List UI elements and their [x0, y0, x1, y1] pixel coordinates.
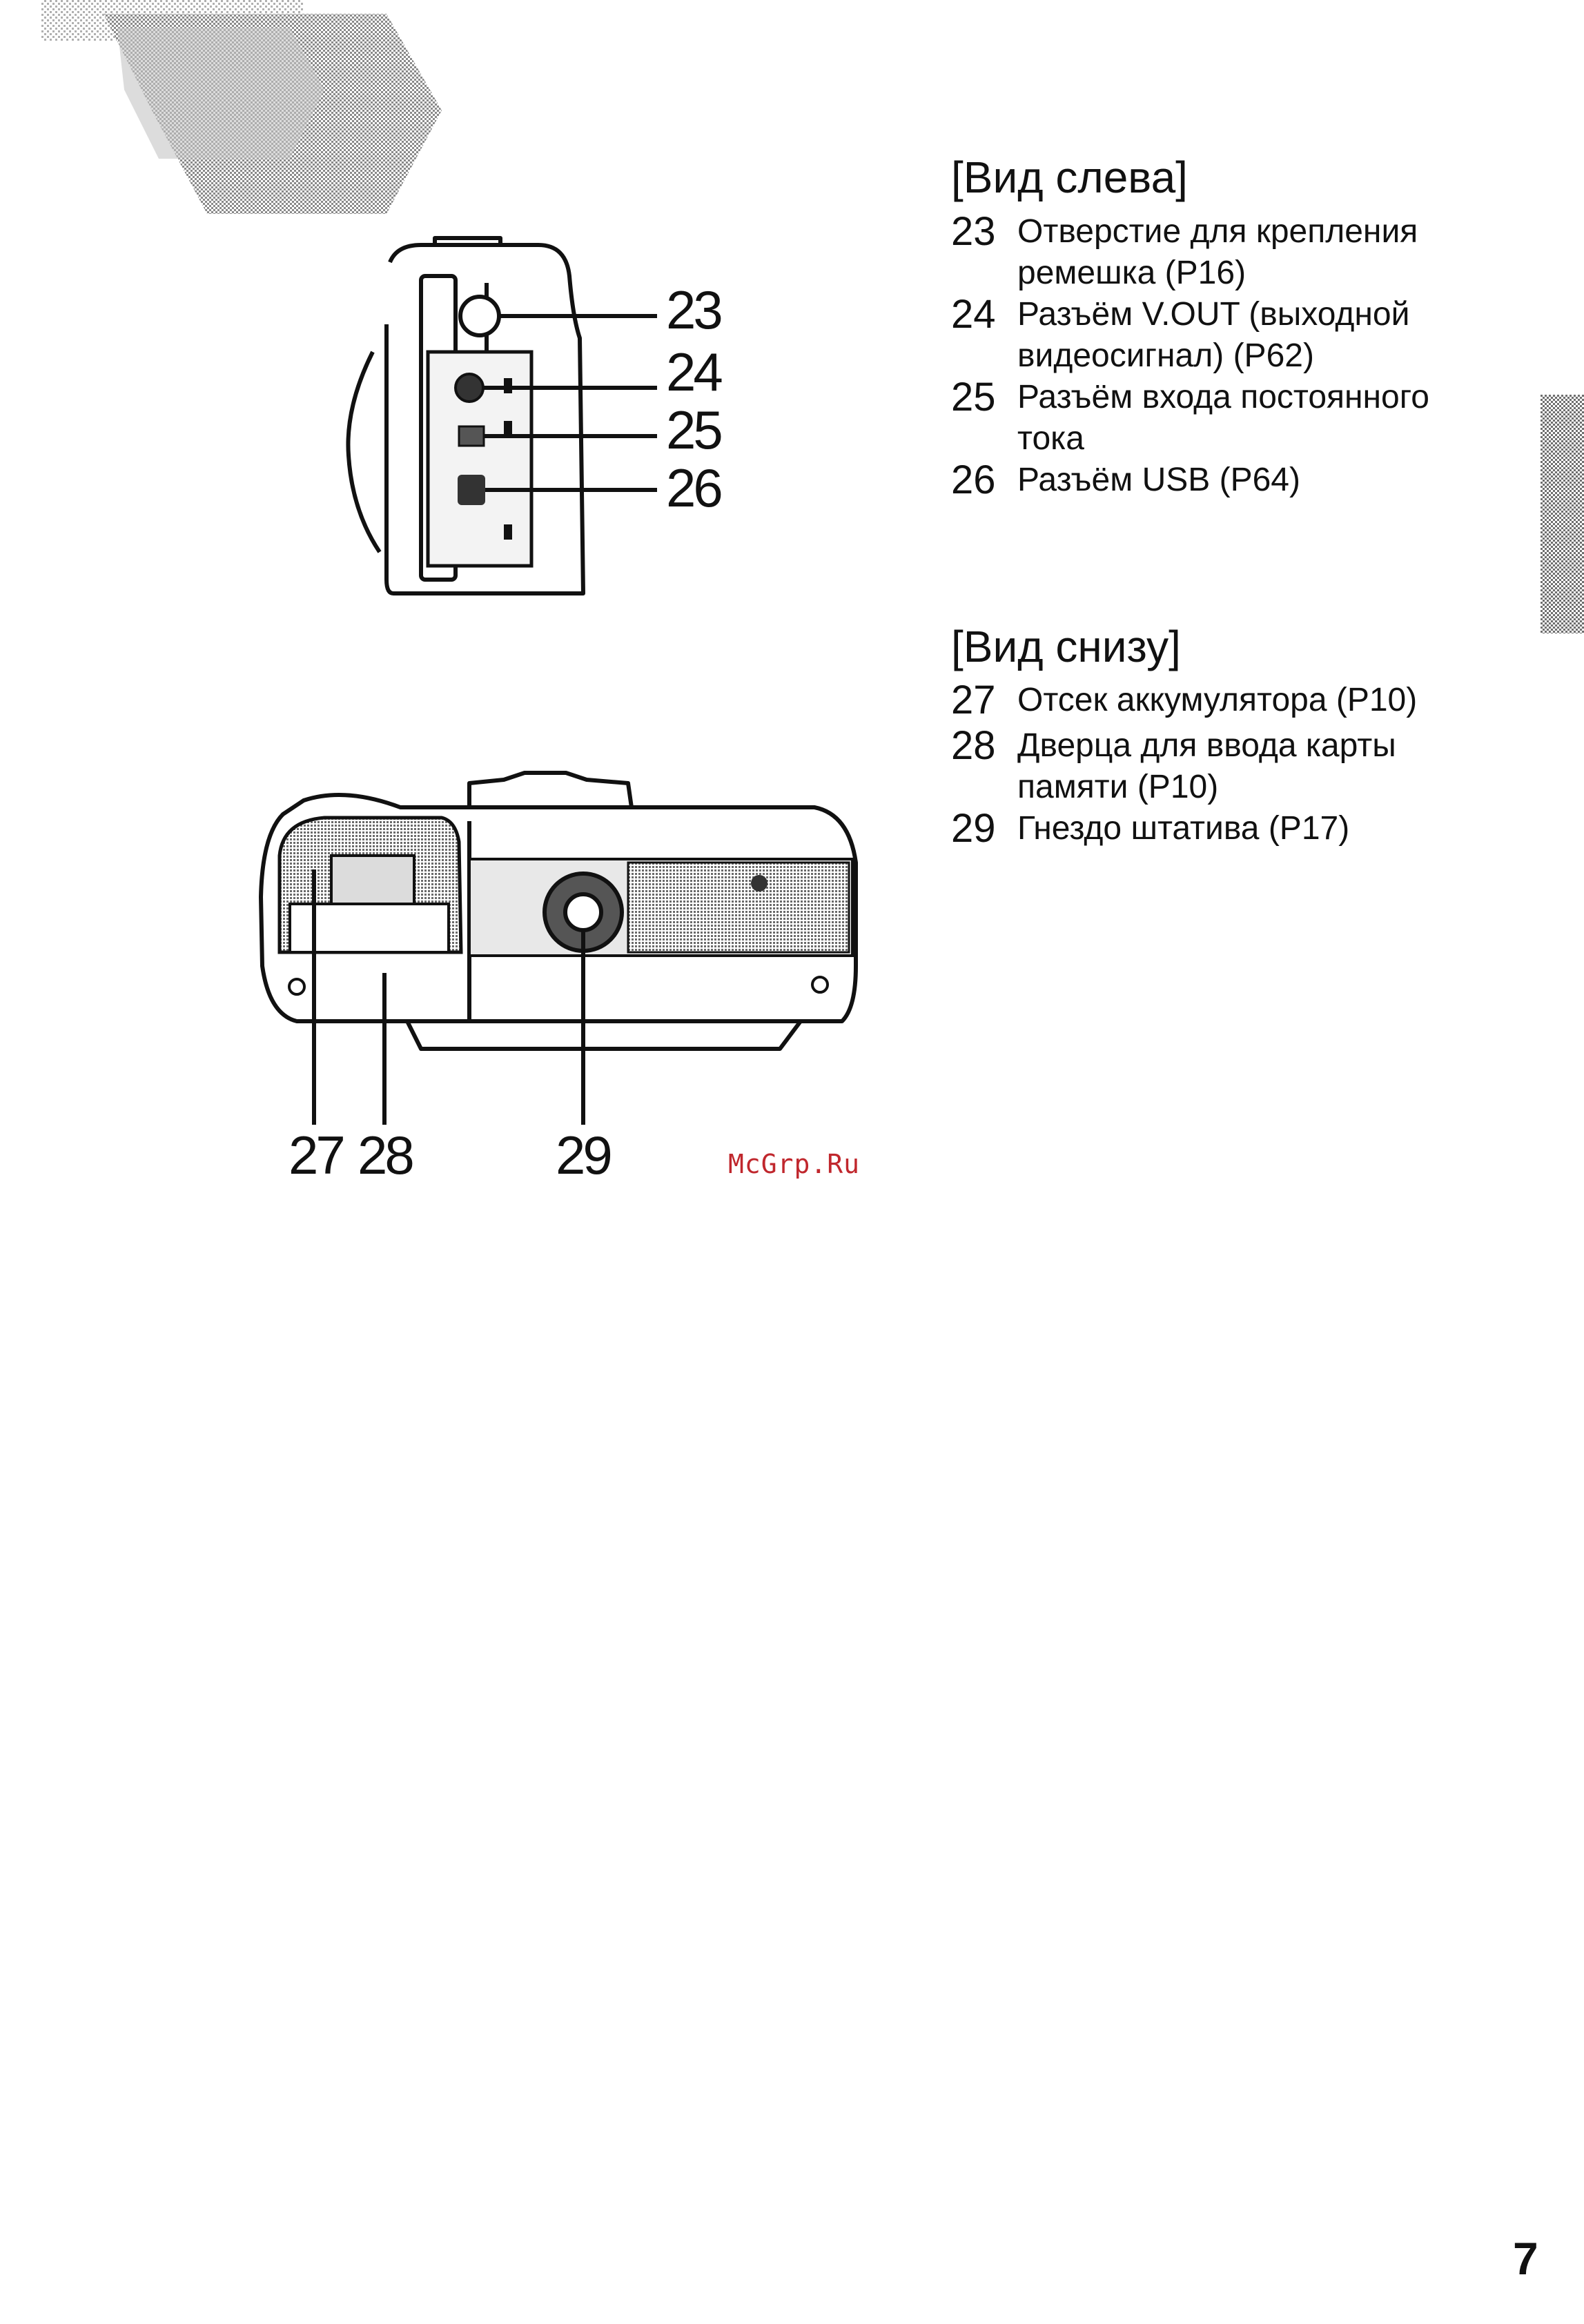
- item-number: 29: [951, 808, 1017, 849]
- item-text: Разъём V.OUT (выходной видеосигнал) (P62…: [1017, 294, 1409, 377]
- item-text: Гнездо штатива (P17): [1017, 808, 1349, 849]
- list-item-29: 29 Гнездо штатива (P17): [951, 808, 1417, 849]
- list-item-28: 28 Дверца для ввода карты памяти (P10): [951, 725, 1417, 808]
- item-text: Разъём входа постоянного тока: [1017, 377, 1429, 460]
- watermark: McGrp.Ru: [728, 1149, 860, 1179]
- item-text: Дверца для ввода карты памяти (P10): [1017, 725, 1396, 808]
- item-number: 23: [951, 211, 1017, 253]
- item-line: Разъём V.OUT (выходной: [1017, 296, 1409, 333]
- item-text: Отсек аккумулятора (P10): [1017, 680, 1417, 721]
- camera-bottom-view-illustration: [242, 759, 863, 1132]
- list-item-25: 25 Разъём входа постоянного тока: [951, 377, 1429, 460]
- callout-27: 27: [289, 1128, 343, 1182]
- callout-28: 28: [358, 1128, 412, 1182]
- bottom-view-heading: [Вид снизу]: [951, 624, 1181, 669]
- item-number: 24: [951, 294, 1017, 335]
- item-line: Дверца для ввода карты: [1017, 727, 1396, 764]
- list-item-27: 27 Отсек аккумулятора (P10): [951, 680, 1417, 725]
- item-text: Отверстие для крепления ремешка (P16): [1017, 211, 1418, 294]
- halftone-hexagon-decoration: [0, 0, 456, 221]
- item-line: Разъём USB (P64): [1017, 462, 1300, 498]
- callout-23: 23: [666, 283, 721, 337]
- item-line: ремешка (P16): [1017, 255, 1246, 291]
- item-number: 27: [951, 680, 1017, 721]
- page-number: 7: [1513, 2236, 1538, 2281]
- list-item-23: 23 Отверстие для крепления ремешка (P16): [951, 211, 1429, 294]
- item-text: Разъём USB (P64): [1017, 460, 1300, 501]
- item-number: 26: [951, 460, 1017, 501]
- callout-26: 26: [666, 461, 721, 515]
- item-number: 25: [951, 377, 1017, 418]
- callout-29: 29: [556, 1128, 610, 1182]
- left-view-heading: [Вид слева]: [951, 155, 1188, 199]
- item-line: Разъём входа постоянного: [1017, 379, 1429, 415]
- callout-24: 24: [666, 345, 721, 399]
- item-line: Отсек аккумулятора (P10): [1017, 682, 1417, 718]
- item-line: тока: [1017, 420, 1084, 457]
- halftone-section-tab: [1541, 395, 1584, 633]
- item-line: Отверстие для крепления: [1017, 213, 1418, 250]
- item-line: памяти (P10): [1017, 769, 1218, 805]
- callout-25: 25: [666, 403, 721, 457]
- bottom-view-list: 27 Отсек аккумулятора (P10) 28 Дверца дл…: [951, 680, 1417, 849]
- item-line: Гнездо штатива (P17): [1017, 810, 1349, 847]
- left-view-list: 23 Отверстие для крепления ремешка (P16)…: [951, 211, 1429, 501]
- item-number: 28: [951, 725, 1017, 767]
- list-item-26: 26 Разъём USB (P64): [951, 460, 1429, 501]
- item-line: видеосигнал) (P62): [1017, 337, 1314, 374]
- list-item-24: 24 Разъём V.OUT (выходной видеосигнал) (…: [951, 294, 1429, 377]
